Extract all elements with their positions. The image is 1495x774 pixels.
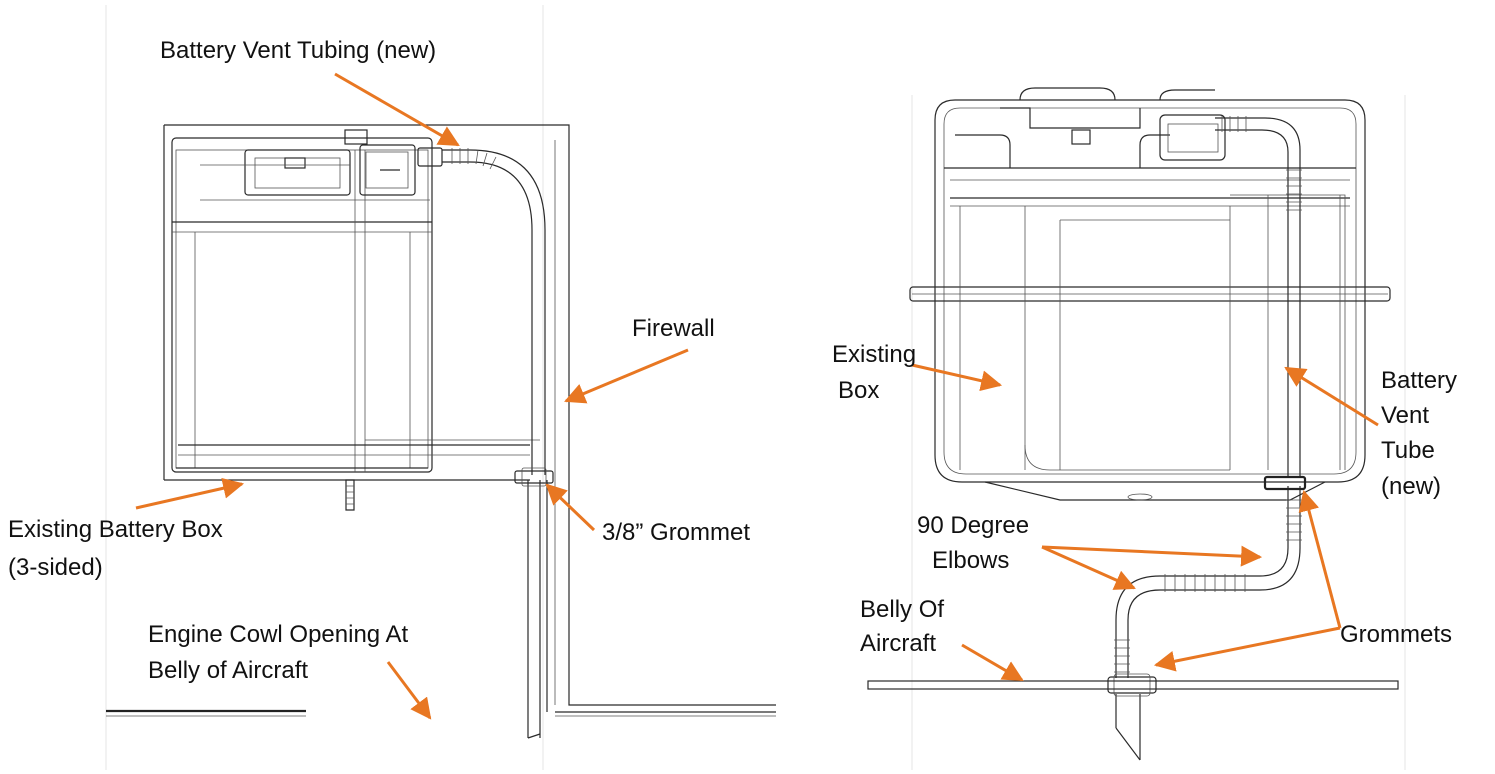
belly-skin-right [867, 680, 1399, 690]
arrow-existing-box [911, 363, 1003, 392]
label-vent-tubing: Battery Vent Tubing (new) [160, 37, 436, 64]
label-grommets: Grommets [1340, 621, 1452, 648]
label-vent-tube-line4: (new) [1381, 473, 1441, 500]
arrow-firewall [564, 348, 689, 404]
belly-skin-left [106, 709, 306, 717]
right-diagram: Existing Box Battery Vent Tube (new) 90 … [832, 87, 1457, 761]
arrow-elbow-upper [1041, 545, 1263, 567]
frame-guides [105, 5, 1406, 770]
existing-battery-box [171, 129, 540, 511]
vent-tubing-left [442, 148, 546, 739]
vent-tube-right [1114, 116, 1302, 761]
arrow-cowl-opening [386, 661, 432, 720]
label-firewall: Firewall [632, 315, 715, 342]
label-grommet: 3/8” Grommet [602, 519, 750, 546]
label-battery-box-line1: Existing Battery Box [8, 516, 223, 543]
grommet-left [514, 467, 554, 487]
label-belly-line1: Belly Of [860, 596, 944, 623]
right-callout-arrows [911, 363, 1379, 682]
label-cowl-line2: Belly of Aircraft [148, 657, 308, 684]
existing-box-right [909, 87, 1391, 501]
arrow-battery-box [135, 477, 245, 510]
label-existing-box-line1: Existing [832, 341, 916, 368]
label-elbows-line1: 90 Degree [917, 512, 1029, 539]
arrow-grommet [545, 483, 596, 532]
arrow-vent-tube [1284, 366, 1379, 427]
grommets-right [1107, 475, 1307, 697]
arrow-vent-tubing [334, 72, 460, 147]
label-belly-line2: Aircraft [860, 630, 936, 657]
label-cowl-line1: Engine Cowl Opening At [148, 621, 409, 648]
arrow-grommet-lower [1153, 626, 1341, 672]
label-elbows-line2: Elbows [932, 547, 1009, 574]
label-existing-box-line2: Box [838, 377, 879, 404]
left-diagram: Battery Vent Tubing (new) Firewall Exist… [8, 37, 776, 739]
left-callout-arrows [135, 72, 689, 720]
arrow-grommet-upper [1298, 489, 1342, 629]
label-battery-box-line2: (3-sided) [8, 554, 103, 581]
arrow-belly [961, 643, 1024, 682]
arrow-elbow-lower [1041, 545, 1136, 590]
label-vent-tube-line2: Vent [1381, 402, 1429, 429]
label-vent-tube-line3: Tube [1381, 437, 1435, 464]
label-vent-tube-line1: Battery [1381, 367, 1457, 394]
